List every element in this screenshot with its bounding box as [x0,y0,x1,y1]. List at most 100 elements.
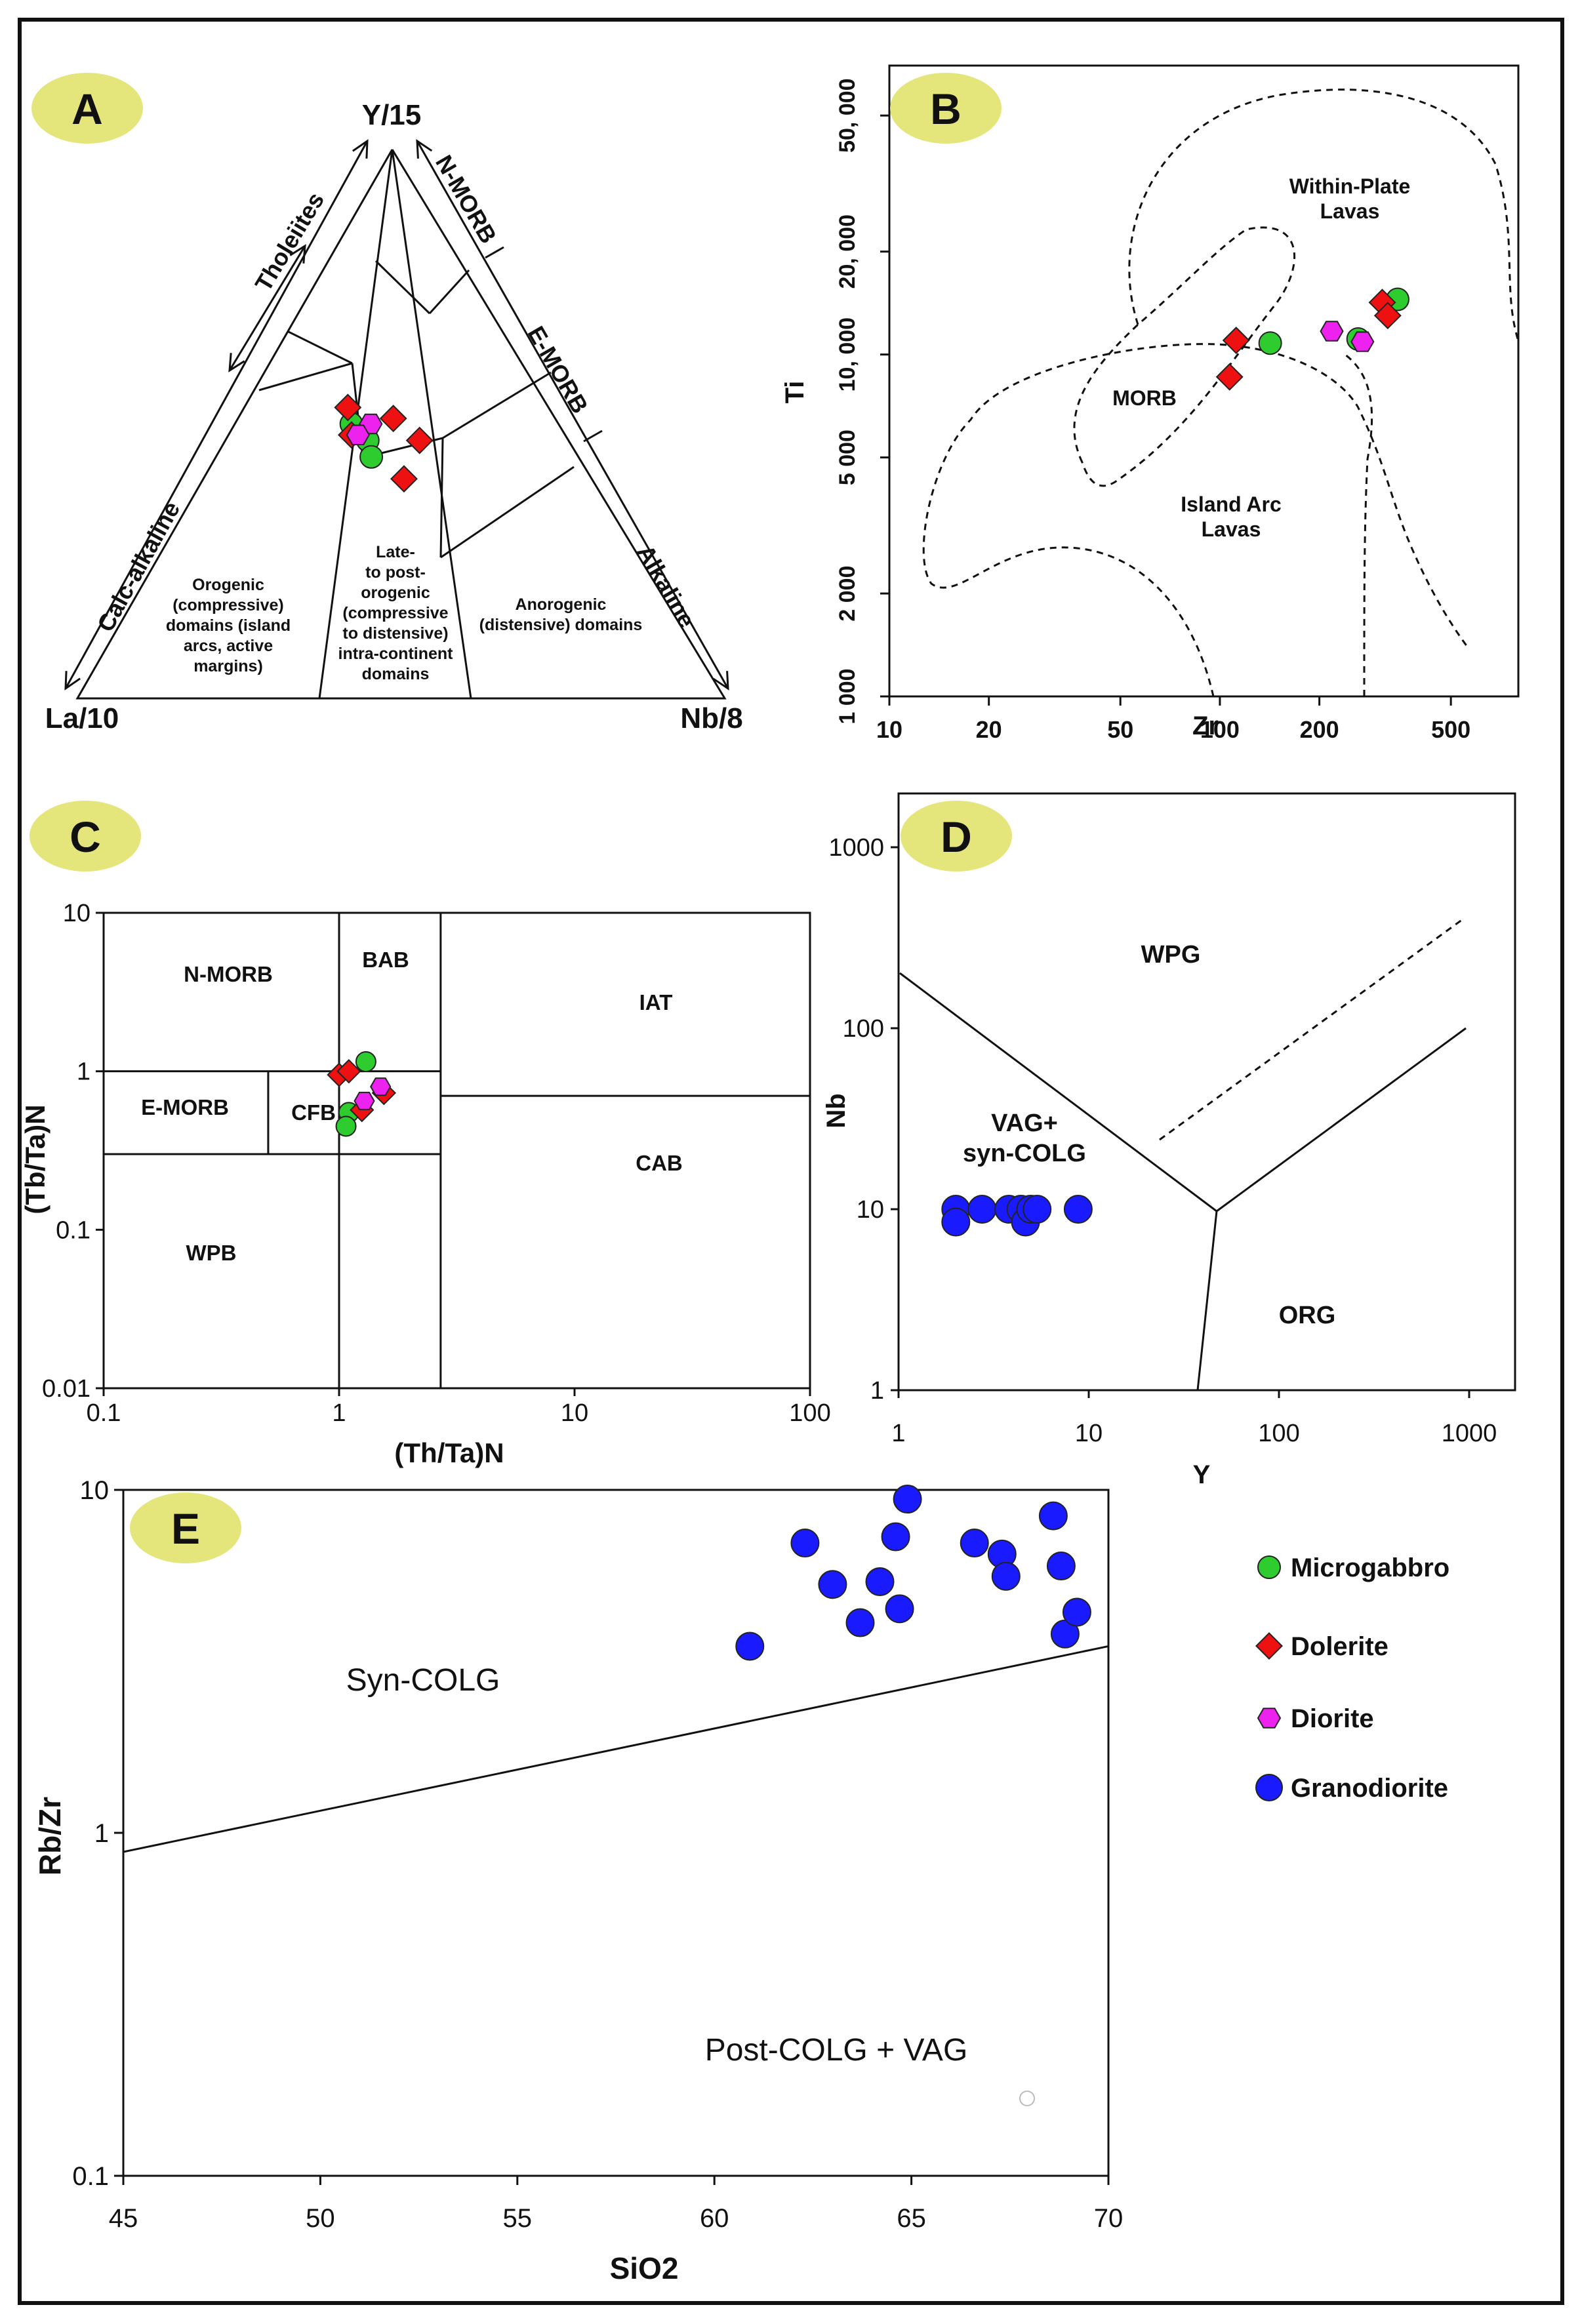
field-label: WPB [186,1241,237,1265]
field-label: to post- [365,563,426,582]
plot-frame [122,1489,1110,2177]
data-point [335,1115,357,1137]
field-label: Lavas [1320,199,1380,223]
field-boundary [1196,1211,1218,1391]
data-point [405,426,434,454]
field-label: Lavas [1202,517,1261,541]
data-point [845,1608,875,1637]
stray-marker [1019,2091,1035,2106]
field-label: Syn-COLG [346,1663,500,1698]
panel-label: D [941,812,972,861]
field-boundary [258,362,353,391]
plot-frame [897,792,1516,1392]
x-tick-label: 10 [561,1399,588,1427]
vertex-label-right: Nb/8 [680,702,742,734]
data-point [355,1051,376,1072]
x-tick-label: 1 [332,1399,346,1427]
island-arc-field [922,343,1470,697]
data-point [354,1091,375,1110]
x-tick-label: 100 [1200,716,1240,743]
y-axis-label: Nb [822,1093,851,1128]
data-point [336,1059,361,1084]
field-label: E-MORB [141,1095,229,1119]
data-point [1320,321,1344,342]
data-point [1046,1552,1076,1581]
field-boundary [439,437,444,558]
field-label: Post-COLG + VAG [705,2033,968,2068]
arrow-head [712,671,729,691]
x-tick-label: 50 [1107,716,1133,743]
x-tick-label: 10 [876,716,902,743]
y-tick-label: 10 [63,900,91,927]
arrow-head [64,671,81,691]
field-boundary [1216,1027,1467,1212]
field-label: arcs, active [184,637,273,655]
data-point [359,445,384,469]
panel-badge [901,801,1012,872]
x-tick-label: 70 [1094,2204,1124,2233]
x-tick-label: 0.1 [87,1399,121,1427]
field-boundary [442,371,552,439]
y-tick-label: 0.01 [42,1375,91,1403]
y-tick-label: 1000 [828,834,884,862]
field-label: BAB [362,948,409,972]
y-tick-label: 20, 000 [835,214,860,289]
ternary-tick [485,246,504,259]
field-label: Within-Plate [1289,174,1411,198]
field-label: margins) [193,657,263,675]
panel-label: C [70,812,101,861]
data-point [346,424,370,445]
panel-badge [890,73,1002,144]
data-point [1258,331,1282,355]
data-point [1062,1597,1091,1627]
x-tick-label: 20 [976,716,1002,743]
data-point [967,1195,997,1224]
legend-marker [1255,1774,1283,1801]
data-point [379,405,407,433]
data-point [1373,302,1402,330]
y-tick-label: 1 [94,1819,109,1848]
panel-badge [31,73,143,144]
field-label: orogenic [361,584,430,602]
field-label: (compressive [342,604,448,622]
y-tick-label: 10 [857,1196,884,1224]
field-label: syn-COLG [963,1140,1086,1167]
field-label: to distensive) [342,624,448,643]
tholeiites-arrow [228,245,306,371]
legend-label: Microgabbro [1291,1553,1449,1582]
y-tick-label: 1 000 [835,668,860,724]
data-point [1215,363,1244,391]
field-boundary [375,260,431,315]
legend-marker [1257,1555,1281,1579]
field-label: WPG [1141,941,1201,969]
x-tick-label: 1000 [1442,1420,1497,1447]
y-tick-label: 0.1 [56,1216,91,1244]
field-label: Orogenic [192,576,264,594]
field-label: Island Arc [1181,492,1282,516]
data-point [1222,327,1250,355]
y-tick-label: 0.1 [72,2162,109,2191]
edge-label-e-morb: E-MORB [523,321,594,418]
panel-label: A [71,85,103,133]
field-label: domains [362,665,430,683]
y-tick-label: 100 [843,1015,884,1043]
island-arc-field [1344,353,1373,697]
x-tick-label: 100 [1258,1420,1299,1447]
ternary-tick [583,430,603,443]
field-label: (distensive) domains [479,616,643,634]
figure-border [18,18,1564,2305]
x-tick-label: 100 [789,1399,830,1427]
plot-frame [888,64,1520,698]
data-point [885,1594,914,1624]
y-tick-label: 1 [870,1377,884,1405]
within-plate-field [1128,89,1520,342]
y-tick-label: 1 [77,1058,91,1086]
arrow-head [289,244,306,264]
data-point [334,393,362,422]
